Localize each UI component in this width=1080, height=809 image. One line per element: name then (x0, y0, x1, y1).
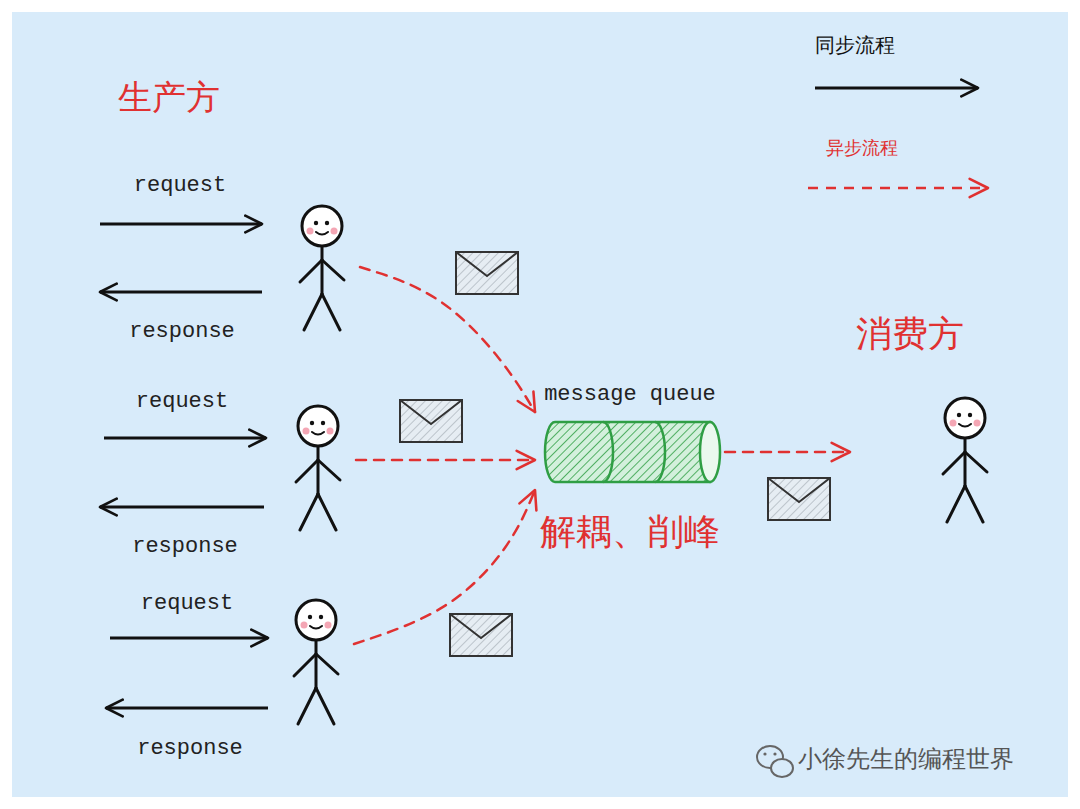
request-label: request (134, 172, 226, 200)
async-connector (356, 459, 535, 462)
stick-figure (294, 600, 338, 724)
request-label: request (136, 388, 228, 416)
watermark: 小徐先生的编程世界 (798, 744, 1014, 774)
figure-shape (281, 400, 356, 535)
response-label: response (137, 735, 243, 763)
envelope-icon (456, 252, 518, 294)
envelope-icon (450, 614, 512, 656)
stick-figure (296, 406, 340, 530)
envelope-icon (400, 400, 462, 442)
request-arrow (104, 437, 266, 440)
envelope-icon (768, 478, 830, 520)
async-connector (360, 267, 535, 412)
async-connector (725, 451, 850, 454)
request-label: request (141, 590, 233, 618)
response-arrow (106, 707, 268, 710)
response-label: response (129, 318, 235, 346)
wechat-icon (757, 746, 793, 777)
producer-figure (285, 200, 360, 335)
stick-figure (943, 398, 987, 522)
background (12, 12, 1068, 797)
producer-heading: 生产方 (118, 76, 220, 119)
legend-item: 异步流程 (826, 136, 898, 159)
consumer-figure: 消费方 (850, 312, 1000, 537)
figure-shape (285, 200, 360, 335)
response-arrow (100, 506, 264, 509)
label-holder: request (134, 172, 226, 200)
label-holder: request (141, 590, 233, 618)
label-holder: response (132, 533, 238, 561)
figure-shape (279, 594, 354, 729)
stick-figure (300, 206, 344, 330)
legend-text: 异步流程 (826, 136, 898, 159)
queue-note: 解耦、削峰 (535, 510, 725, 554)
label-holder: 生产方 (118, 76, 220, 119)
producer-figure (279, 594, 354, 729)
legend-item: 同步流程 (815, 32, 895, 58)
message-queue: message queue 解耦、削峰 (535, 378, 725, 554)
label-holder: response (137, 735, 243, 763)
consumer-heading: 消费方 (850, 312, 1000, 356)
legend-async-sample (808, 187, 988, 190)
response-label: response (132, 533, 238, 561)
producer-figure (281, 400, 356, 535)
request-arrow (110, 637, 268, 640)
queue-cylinder (545, 422, 720, 482)
label-holder: response (129, 318, 235, 346)
figure-shape (928, 392, 1003, 527)
label-holder: request (136, 388, 228, 416)
response-arrow (100, 291, 262, 294)
request-arrow (100, 223, 262, 226)
label-holder: 小徐先生的编程世界 (798, 744, 1014, 774)
async-connector (354, 490, 535, 644)
legend-text: 同步流程 (815, 32, 895, 58)
legend-sync-sample (815, 87, 978, 90)
queue-heading: message queue (535, 380, 725, 410)
request-response-arrows (100, 224, 268, 708)
